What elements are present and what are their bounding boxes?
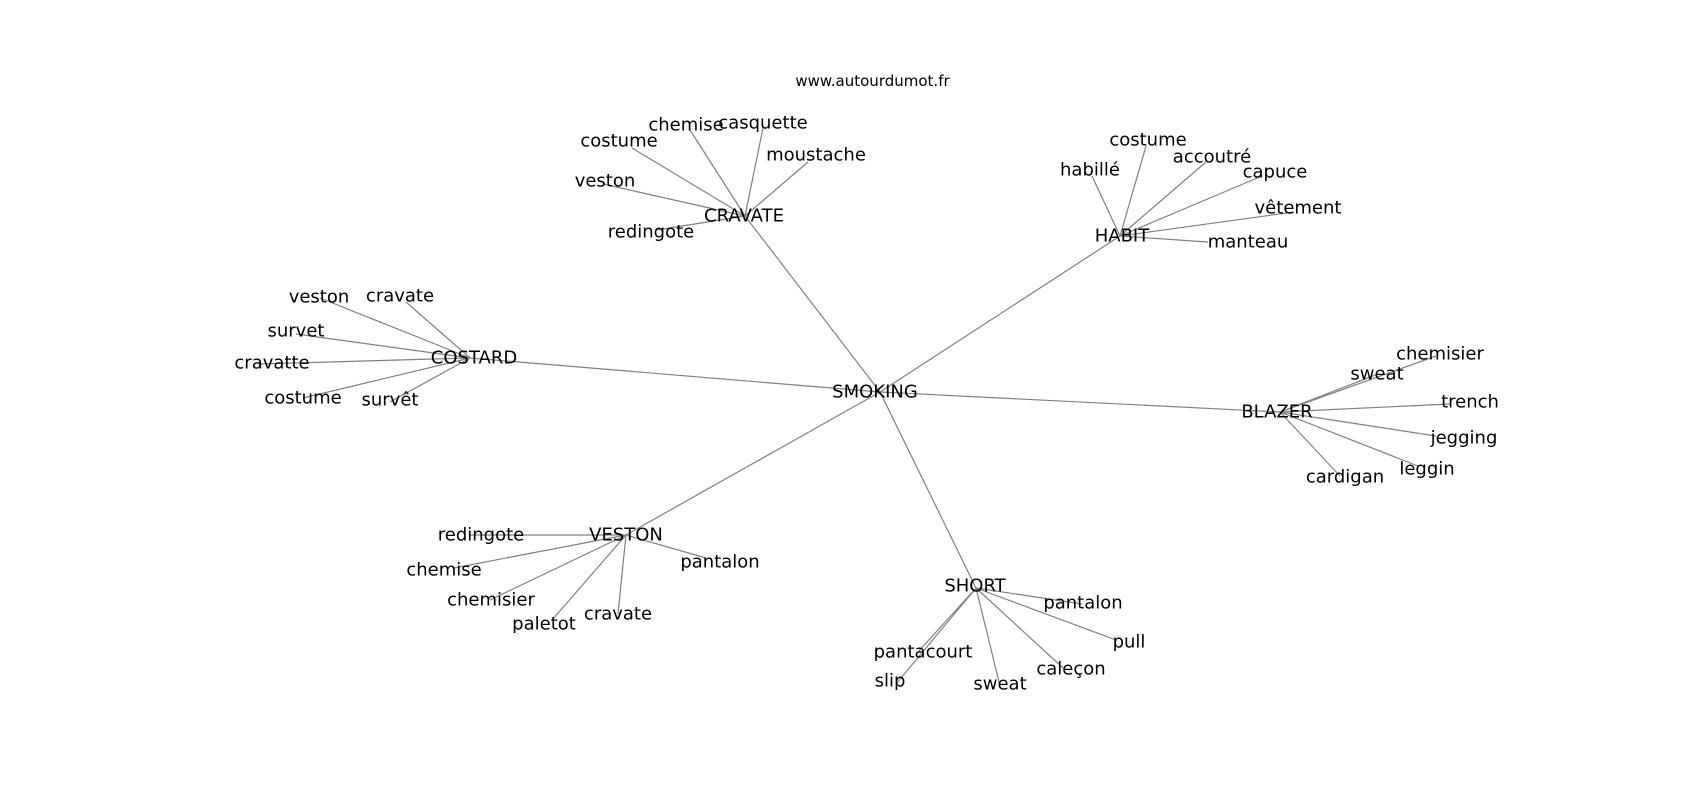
leaf-blazer-trench[interactable]: trench bbox=[1441, 392, 1499, 413]
leaf-costard-cravate[interactable]: cravate bbox=[366, 286, 434, 307]
leaf-habit-costume[interactable]: costume bbox=[1109, 130, 1186, 151]
leaf-cravate-veston[interactable]: veston bbox=[575, 171, 636, 192]
edge-cravate-chemise bbox=[689, 129, 746, 217]
edge-cravate-moustache bbox=[744, 161, 809, 217]
edge-blazer-sweat bbox=[1279, 373, 1379, 413]
leaf-veston-paletot[interactable]: paletot bbox=[512, 614, 576, 635]
edge-veston-pantalon bbox=[625, 534, 707, 559]
edge-veston-chemisier bbox=[489, 534, 627, 601]
edge-costard-cravatte bbox=[257, 357, 471, 365]
node-costard[interactable]: COSTARD bbox=[431, 348, 517, 369]
edge-smoking-veston bbox=[625, 391, 881, 536]
edge-veston-cravate bbox=[617, 534, 627, 615]
edge-cravate-veston bbox=[602, 183, 746, 217]
node-veston[interactable]: VESTON bbox=[589, 525, 663, 546]
edge-smoking-costard bbox=[469, 357, 881, 393]
leaf-blazer-cardigan[interactable]: cardigan bbox=[1306, 467, 1384, 488]
leaf-veston-chemise[interactable]: chemise bbox=[406, 560, 481, 581]
edge-short-sweat bbox=[975, 587, 1001, 687]
leaf-veston-chemisier[interactable]: chemisier bbox=[447, 590, 535, 611]
edge-costard-veston bbox=[319, 297, 471, 359]
leaf-short-slip[interactable]: slip bbox=[875, 671, 906, 692]
leaf-habit-habille[interactable]: habillé bbox=[1060, 160, 1120, 181]
edge-blazer-chemisier bbox=[1279, 355, 1437, 413]
node-cravate[interactable]: CRAVATE bbox=[704, 206, 784, 227]
edge-habit-habille bbox=[1091, 175, 1121, 237]
edge-short-pantalon bbox=[975, 587, 1083, 605]
leaf-cravate-costume[interactable]: costume bbox=[580, 131, 657, 152]
edge-smoking-blazer bbox=[879, 391, 1281, 413]
leaf-cravate-chemise[interactable]: chemise bbox=[648, 115, 723, 136]
leaf-costard-survet[interactable]: survêt bbox=[362, 390, 419, 411]
edge-smoking-habit bbox=[879, 235, 1121, 393]
edges bbox=[257, 127, 1451, 687]
leaf-short-pull[interactable]: pull bbox=[1113, 632, 1146, 653]
leaf-cravate-redingote[interactable]: redingote bbox=[608, 222, 694, 243]
leaf-short-calecon[interactable]: caleçon bbox=[1036, 659, 1105, 680]
leaf-veston-cravate[interactable]: cravate bbox=[584, 604, 652, 625]
edge-cravate-casquette bbox=[744, 127, 764, 217]
edge-cravate-costume bbox=[631, 147, 746, 217]
leaf-habit-capuce[interactable]: capuce bbox=[1243, 162, 1308, 183]
node-habit[interactable]: HABIT bbox=[1095, 226, 1151, 247]
leaf-costard-veston[interactable]: veston bbox=[289, 287, 350, 308]
edge-costard-costume bbox=[302, 357, 471, 399]
edge-habit-accoutre bbox=[1119, 161, 1207, 237]
edge-short-calecon bbox=[975, 587, 1064, 669]
leaf-habit-vetement[interactable]: vêtement bbox=[1255, 198, 1342, 219]
leaf-short-pantalon[interactable]: pantalon bbox=[1043, 593, 1122, 614]
edge-short-slip bbox=[895, 587, 977, 685]
node-blazer[interactable]: BLAZER bbox=[1241, 402, 1312, 423]
edge-blazer-jegging bbox=[1279, 411, 1437, 437]
node-center-smoking[interactable]: SMOKING bbox=[832, 382, 918, 403]
labels: SMOKINGCRAVATEcostumechemisecasquettemou… bbox=[234, 113, 1499, 695]
edge-blazer-cardigan bbox=[1279, 411, 1341, 477]
edge-cravate-redingote bbox=[656, 215, 746, 231]
leaf-cravate-moustache[interactable]: moustache bbox=[766, 145, 866, 166]
edge-blazer-trench bbox=[1279, 403, 1451, 413]
edge-smoking-short bbox=[879, 391, 977, 589]
leaf-short-sweat[interactable]: sweat bbox=[973, 674, 1026, 695]
leaf-habit-accoutre[interactable]: accoutré bbox=[1173, 147, 1251, 168]
edge-smoking-cravate bbox=[744, 215, 881, 393]
site-url: www.autourdumot.fr bbox=[795, 72, 950, 90]
node-short[interactable]: SHORT bbox=[944, 576, 1006, 597]
edge-habit-vetement bbox=[1119, 211, 1295, 237]
leaf-blazer-sweat[interactable]: sweat bbox=[1350, 364, 1403, 385]
leaf-blazer-jegging[interactable]: jegging bbox=[1430, 428, 1498, 449]
edge-blazer-leggin bbox=[1279, 411, 1419, 467]
edge-habit-manteau bbox=[1119, 235, 1209, 243]
leaf-short-pantacourt[interactable]: pantacourt bbox=[874, 642, 973, 663]
leaf-costard-costume[interactable]: costume bbox=[264, 388, 341, 409]
edge-veston-chemise bbox=[453, 534, 627, 569]
edge-costard-survet bbox=[295, 333, 471, 359]
leaf-cravate-casquette[interactable]: casquette bbox=[718, 113, 807, 134]
leaf-blazer-leggin[interactable]: leggin bbox=[1399, 459, 1454, 480]
edge-veston-paletot bbox=[551, 534, 627, 621]
leaf-habit-manteau[interactable]: manteau bbox=[1208, 232, 1289, 253]
leaf-veston-redingote[interactable]: redingote bbox=[438, 525, 524, 546]
edge-costard-cravate bbox=[405, 301, 471, 359]
edge-habit-capuce bbox=[1119, 175, 1263, 237]
edge-habit-costume bbox=[1119, 145, 1147, 237]
leaf-costard-survet[interactable]: survet bbox=[268, 321, 325, 342]
edge-short-pull bbox=[975, 587, 1117, 641]
leaf-costard-cravatte[interactable]: cravatte bbox=[234, 353, 309, 374]
leaf-veston-pantalon[interactable]: pantalon bbox=[680, 552, 759, 573]
edge-costard-survet bbox=[389, 357, 471, 403]
leaf-blazer-chemisier[interactable]: chemisier bbox=[1396, 344, 1484, 365]
